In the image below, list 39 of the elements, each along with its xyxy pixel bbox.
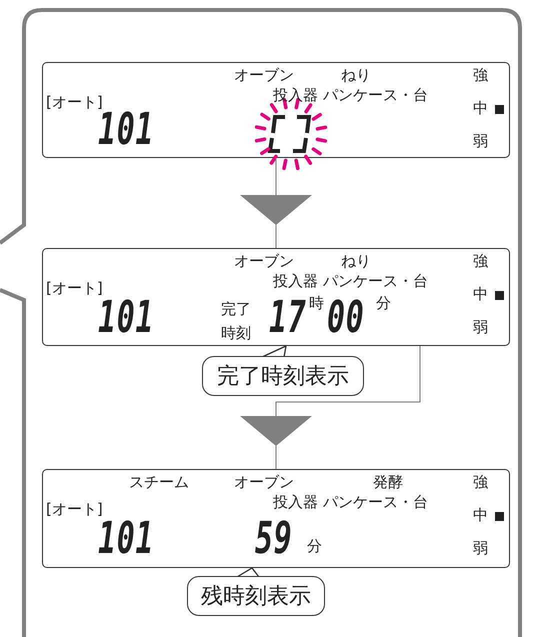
speech-bubble-panel xyxy=(0,8,522,637)
segment-digits: 00 xyxy=(327,297,364,339)
display-label: オーブン xyxy=(234,474,294,491)
display-label: ねり xyxy=(341,67,371,84)
display-label: 完了時刻 xyxy=(221,299,252,344)
display-label: 発酵 xyxy=(373,474,403,491)
segment-digits: 17 xyxy=(269,297,306,339)
callout-pointer xyxy=(261,344,287,358)
segment-digits: 101 xyxy=(98,109,154,151)
display-label: 強 xyxy=(473,253,488,270)
segment-digits: 101 xyxy=(98,518,154,560)
display-label: 分 xyxy=(376,295,391,312)
down-arrow xyxy=(240,158,312,248)
down-arrow xyxy=(240,346,420,470)
lcd-display-panel xyxy=(42,248,510,346)
display-label: 投入器 パンケース・台 xyxy=(273,273,428,290)
segment-digits: 101 xyxy=(98,297,154,339)
display-label: オーブン xyxy=(234,67,294,84)
display-label: オーブン xyxy=(234,253,294,270)
display-label: 投入器 パンケース・台 xyxy=(273,87,428,104)
callout-pointer xyxy=(236,567,260,578)
segment-digits: 59 xyxy=(255,518,292,560)
display-label: ねり xyxy=(341,253,371,270)
display-label: 分 xyxy=(307,538,322,555)
display-label: 中 xyxy=(473,286,488,303)
display-label: [オート] xyxy=(46,280,103,297)
display-label: 中 xyxy=(473,100,488,117)
display-label: 投入器 パンケース・台 xyxy=(273,494,428,511)
display-label: [オート] xyxy=(46,501,103,518)
display-label: 弱 xyxy=(473,319,488,336)
lcd-display-panel xyxy=(42,469,510,568)
display-label: スチーム xyxy=(129,474,189,491)
display-label: 強 xyxy=(473,67,488,84)
display-label: 強 xyxy=(473,474,488,491)
display-label: 弱 xyxy=(473,133,488,150)
display-label: [オート] xyxy=(46,94,103,111)
display-label: 中 xyxy=(473,507,488,524)
display-label: 弱 xyxy=(473,540,488,557)
display-label: 時 xyxy=(309,295,324,312)
